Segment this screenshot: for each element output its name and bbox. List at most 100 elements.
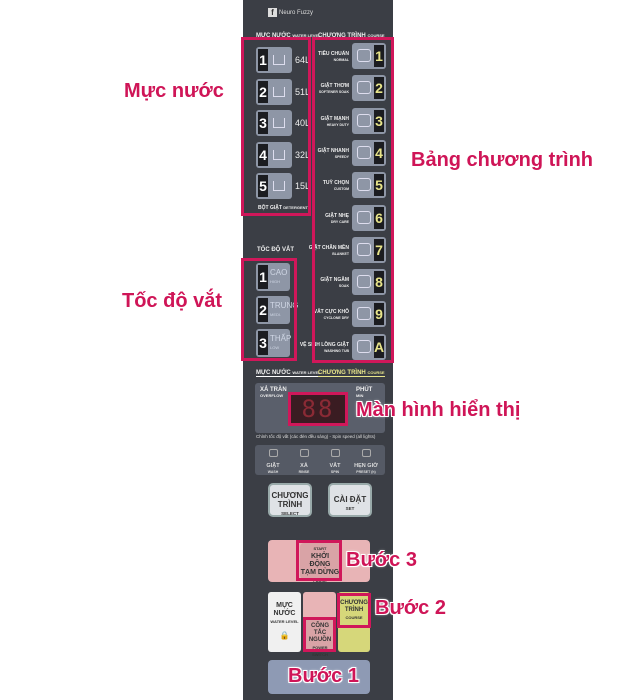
top: START <box>313 546 327 551</box>
start-highlight <box>296 540 342 581</box>
indicator-vi: HẸN GIỜ <box>354 463 378 469</box>
water-level-button[interactable]: 2 <box>256 78 292 105</box>
annotation-display: Màn hình hiển thị <box>356 399 521 421</box>
program-name-en: WASHING TUB <box>324 348 349 353</box>
program-name-vi: VẮT CỰC KHÔ <box>313 309 349 316</box>
spin-label: CAO HIGH <box>270 268 287 286</box>
l1: CHƯƠNG <box>271 491 309 500</box>
program-number: 5 <box>374 174 384 197</box>
clothes-icon <box>357 339 371 353</box>
header-vi: CHƯƠNG TRÌNH <box>318 33 366 39</box>
program-button[interactable]: 5 <box>352 172 386 199</box>
button-number: 1 <box>258 265 268 289</box>
water-level-value: 15L <box>295 181 311 191</box>
l1: KHỞI ĐỘNG <box>309 553 331 568</box>
en: SET <box>345 506 355 511</box>
tub-icon <box>273 149 285 160</box>
program-button[interactable]: 1 <box>352 43 386 69</box>
program-button[interactable]: A <box>352 333 386 360</box>
clothes-icon <box>357 242 371 256</box>
spin-note: Chỉnh tốc độ vắt (các đèn đều sáng) - Sp… <box>256 434 376 439</box>
button-number: 4 <box>258 143 268 166</box>
program-button[interactable]: 7 <box>352 236 386 263</box>
tub-icon <box>273 86 285 97</box>
annotation-water-level: Mực nước <box>124 80 224 102</box>
program-name-en: BLANKET <box>332 251 349 256</box>
program-name-en: SPEEDY <box>334 154 349 159</box>
program-button[interactable]: 4 <box>352 139 386 166</box>
water-level-value: 64L <box>295 55 311 65</box>
spin-highlight <box>241 258 297 361</box>
header-en: COURSE <box>367 33 385 38</box>
program-button[interactable]: 9 <box>352 301 386 328</box>
power-button[interactable] <box>268 660 370 694</box>
program-name-vi: GIẶT NGÂM <box>320 277 349 284</box>
indicator-light-icon <box>330 449 340 457</box>
water-level-button[interactable]: 1 <box>256 47 292 73</box>
clothes-icon <box>357 49 371 62</box>
program-name-en: SOAK <box>338 284 349 289</box>
tub-icon <box>273 181 285 191</box>
logo-text: Neuro Fuzzy <box>279 9 314 16</box>
program-number: 7 <box>374 238 384 261</box>
water-level-button[interactable]: 5 <box>256 173 292 199</box>
water-level-header: MỰC NƯỚC WATER LEVEL <box>256 33 321 39</box>
program-number: 2 <box>374 77 384 100</box>
header-vi: MỰC NƯỚC <box>256 33 291 39</box>
label-vi: BỘT GIẶT <box>258 205 282 211</box>
clothes-icon <box>357 307 371 321</box>
spin-header: TỐC ĐỘ VẮT <box>257 247 294 253</box>
spin-vi: CAO <box>270 268 288 277</box>
water-level-value: 40L <box>295 118 311 128</box>
water-level-button[interactable]: 3 <box>256 110 292 136</box>
annotation-programs: Bảng chương trình <box>411 149 594 171</box>
program-button[interactable]: 6 <box>352 204 386 231</box>
indicator-light-icon <box>361 449 371 457</box>
indicator-vi: VẮT <box>329 463 341 469</box>
clothes-icon <box>357 210 371 224</box>
program-name-en: CYCLONE DRY <box>323 316 349 321</box>
program-button[interactable]: 3 <box>352 107 386 134</box>
program-name-vi: GIẶT NHANH <box>317 147 349 154</box>
water-level-button[interactable]: 4 <box>256 141 292 168</box>
water-level-tag: MỰC NƯỚC WATER LEVEL <box>256 370 321 377</box>
program-number: 3 <box>374 109 384 132</box>
button-number: 1 <box>258 49 268 71</box>
spin-vi: THẤP <box>270 334 292 343</box>
spin-en: HIGH <box>270 279 280 284</box>
indicator-en: RINSE <box>298 470 310 474</box>
clothes-icon <box>357 178 371 192</box>
program-name-en: HEAVY DUTY <box>326 122 349 127</box>
course-highlight <box>337 593 371 628</box>
l2: TRÌNH <box>277 500 303 509</box>
program-button[interactable]: 8 <box>352 269 386 296</box>
water-level-highlight <box>241 37 311 216</box>
label-vi: PHÚT <box>356 387 373 393</box>
label-en: MIN <box>356 393 364 398</box>
program-name-vi: GIẶT THƠM <box>320 83 349 90</box>
l1: CÔNG TẮC <box>311 623 329 636</box>
program-number: 6 <box>374 206 384 229</box>
indicator-en: WASH <box>267 470 279 474</box>
program-highlight <box>312 37 394 363</box>
en: COURSE <box>345 615 363 620</box>
program-name-en: SOFTENER SOAK <box>318 90 349 95</box>
program-button[interactable]: 2 <box>352 75 386 102</box>
